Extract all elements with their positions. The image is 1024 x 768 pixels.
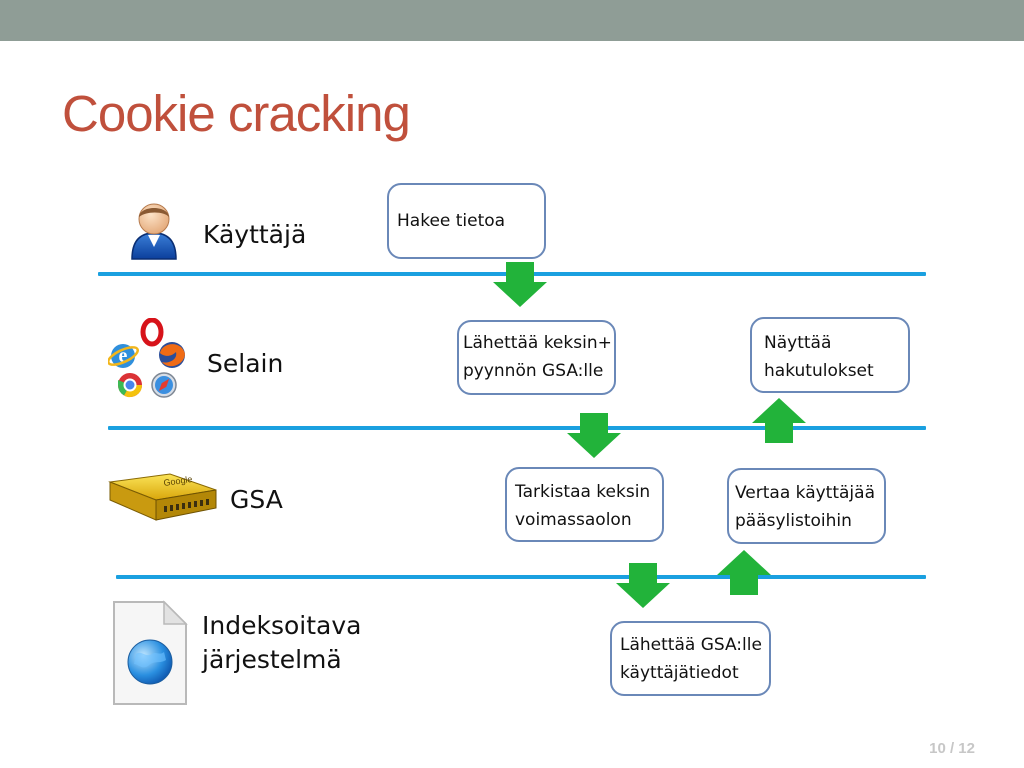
svg-text:Google: Google xyxy=(163,474,193,488)
lane-label-user: Käyttäjä xyxy=(203,220,307,249)
lane-label-gsa: GSA xyxy=(230,485,283,514)
arrow-up-2 xyxy=(752,398,806,443)
browsers-icon: e xyxy=(107,317,192,400)
box-lahettaa-gsalle: Lähettää GSA:lle käyttäjätiedot xyxy=(610,621,771,696)
web-document-icon xyxy=(110,600,188,706)
user-icon xyxy=(124,199,184,261)
box-nayttaa-hakutulokset: Näyttää hakutulokset xyxy=(750,317,910,393)
arrow-down-2 xyxy=(567,413,621,458)
box-vertaa-kayttajaa: Vertaa käyttäjää pääsylistoihin xyxy=(727,468,886,544)
arrow-down-3 xyxy=(616,563,670,608)
page-number: 10 / 12 xyxy=(929,740,975,757)
lane-divider-3 xyxy=(116,575,926,579)
lane-label-browser: Selain xyxy=(207,349,284,378)
box-lahettaa-keksin: Lähettää keksin+ pyynnön GSA:lle xyxy=(457,320,616,395)
arrow-down-1 xyxy=(493,262,547,307)
top-bar xyxy=(0,0,1024,41)
box-hakee-tietoa: Hakee tietoa xyxy=(387,183,546,259)
svg-text:e: e xyxy=(119,345,128,367)
box-tarkistaa-keksin: Tarkistaa keksin voimassaolon xyxy=(505,467,664,542)
lane-label-indexed-system: Indeksoitava järjestelmä xyxy=(202,611,362,674)
slide-title: Cookie cracking xyxy=(62,85,411,142)
gsa-appliance-icon: Google xyxy=(106,472,218,526)
arrow-up-1 xyxy=(717,550,771,595)
lane-divider-2 xyxy=(108,426,926,430)
